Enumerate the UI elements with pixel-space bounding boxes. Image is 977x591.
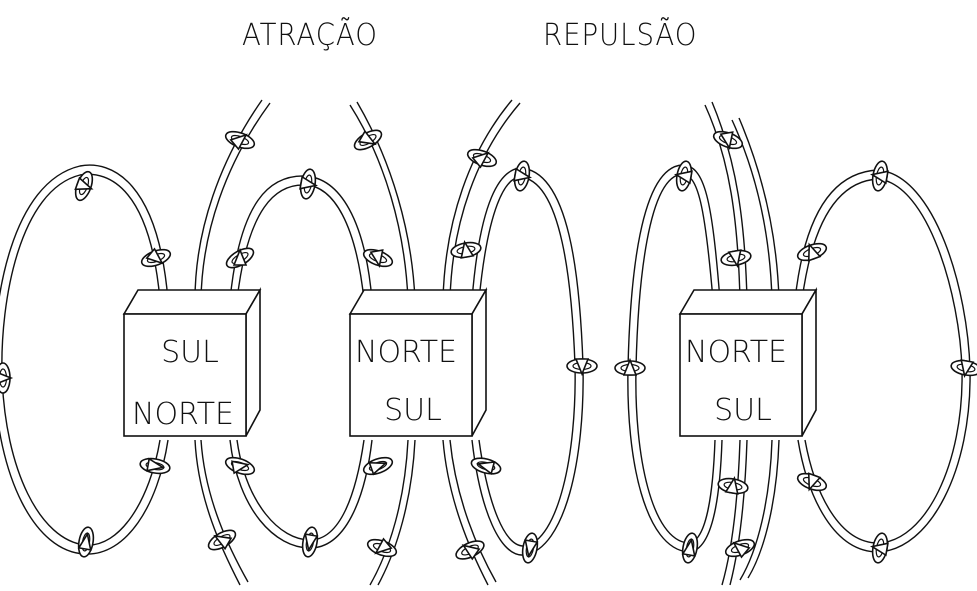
ring-icon — [452, 536, 488, 564]
magnet-1-top-label: SUL — [161, 335, 219, 370]
field-line-m3-center-left — [704, 101, 748, 586]
ring-icon — [566, 358, 598, 375]
repulsion-heading: REPULSÃO — [543, 18, 698, 53]
field-line-m2-center-left — [349, 101, 416, 586]
ring-icon — [222, 243, 258, 273]
ring-icon — [716, 475, 750, 497]
ring-icon — [364, 535, 400, 561]
magnet-3-bottom-label: SUL — [714, 393, 772, 428]
ring-icon — [949, 357, 977, 379]
ring-icon — [464, 145, 500, 171]
magnet-3: NORTE SUL — [678, 287, 818, 437]
ring-icon — [360, 453, 396, 479]
field-line-m1-center — [194, 99, 271, 586]
ring-icon — [722, 535, 758, 561]
ring-icon — [299, 525, 321, 559]
ring-icon — [519, 531, 541, 565]
magnet-1: SUL NORTE — [122, 287, 262, 437]
field-line-m2-center-right — [442, 99, 521, 586]
ring-icon — [0, 362, 12, 394]
ring-icon — [468, 454, 504, 478]
ring-icon — [138, 455, 172, 477]
ring-icon — [869, 531, 891, 565]
field-loop-m3-right — [794, 169, 971, 553]
ring-icon — [869, 159, 891, 193]
ring-icon — [350, 125, 386, 155]
ring-icon — [511, 159, 533, 193]
ring-icon — [297, 167, 319, 201]
attraction-heading: ATRAÇÃO — [242, 18, 378, 53]
magnet-1-bottom-label: NORTE — [132, 397, 234, 432]
ring-icon — [673, 159, 695, 193]
magnet-3-top-label: NORTE — [685, 335, 787, 370]
ring-icon — [679, 531, 701, 565]
field-loop-m2-right — [471, 167, 584, 556]
ring-icon — [360, 245, 396, 271]
ring-icon — [614, 359, 646, 376]
ring-icon — [719, 247, 753, 269]
magnet-2-top-label: NORTE — [355, 335, 457, 370]
ring-icon — [794, 239, 830, 265]
magnet-2-bottom-label: SUL — [384, 393, 442, 428]
magnet-2: NORTE SUL — [348, 287, 488, 437]
